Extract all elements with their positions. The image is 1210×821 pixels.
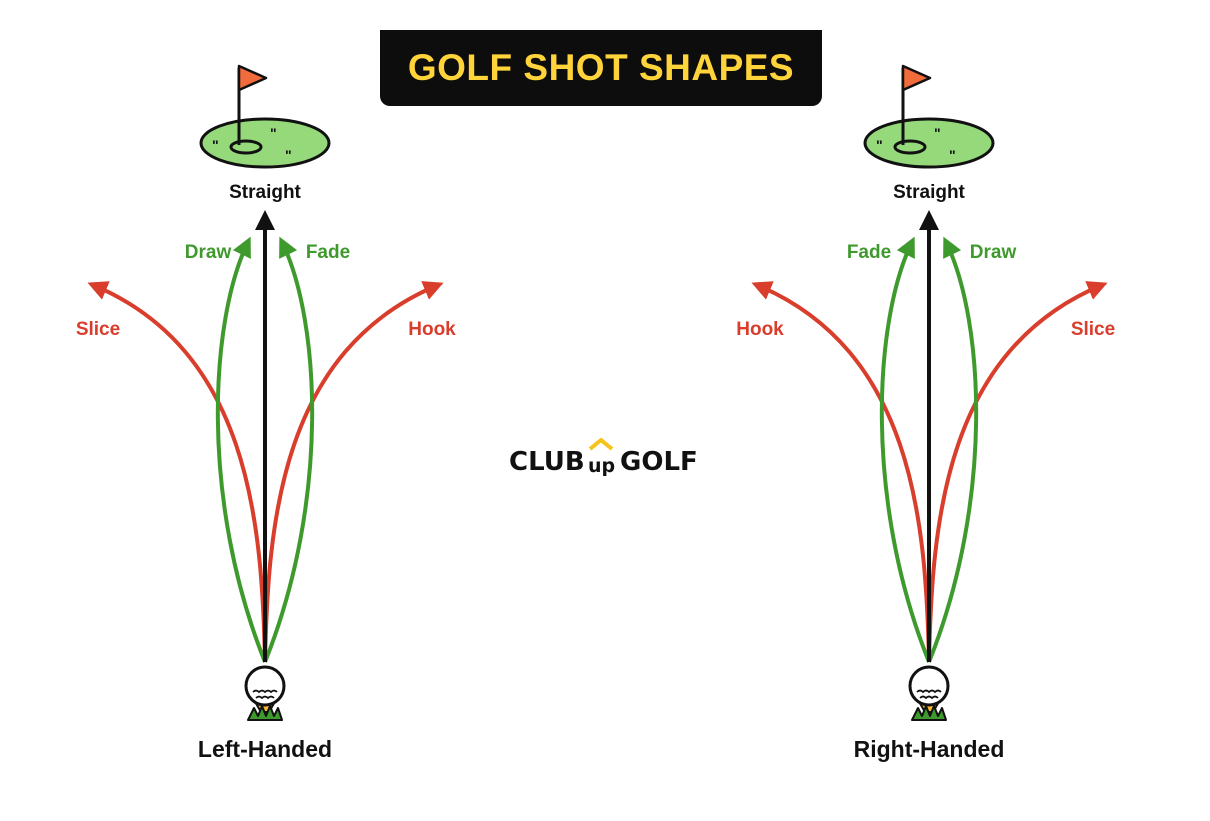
putting-green-icon: " " "	[863, 117, 995, 169]
svg-text:": "	[949, 147, 956, 163]
title-banner: GOLF SHOT SHAPES	[380, 30, 822, 106]
golf-ball-icon	[908, 665, 950, 721]
left-handed-caption: Left-Handed	[198, 736, 332, 762]
slice-label: Slice	[76, 319, 120, 340]
draw-path	[927, 236, 979, 663]
flag-icon	[901, 64, 932, 145]
draw-label: Draw	[970, 242, 1017, 263]
logo-text-club: CLUB	[509, 447, 585, 477]
svg-text:": "	[876, 137, 883, 153]
hook-path	[263, 281, 444, 663]
fade-path	[879, 236, 931, 663]
right-panel: " " " Straight Fade Draw Hook Slice Righ…	[736, 64, 1115, 762]
hook-label: Hook	[736, 319, 784, 340]
hook-label: Hook	[408, 319, 456, 340]
logo-chevron-icon	[588, 438, 614, 451]
draw-label: Draw	[185, 242, 232, 263]
logo-text-golf: GOLF	[620, 447, 698, 477]
right-handed-caption: Right-Handed	[854, 736, 1005, 762]
fade-label: Fade	[306, 242, 350, 263]
slice-path	[87, 281, 267, 663]
golf-ball-icon	[244, 665, 286, 721]
fade-path	[263, 236, 315, 663]
page-title: GOLF SHOT SHAPES	[407, 47, 795, 88]
straight-label: Straight	[229, 182, 301, 203]
draw-path	[215, 236, 267, 663]
putting-green-icon: " " "	[199, 117, 331, 169]
svg-text:": "	[270, 125, 277, 141]
slice-label: Slice	[1071, 319, 1115, 340]
club-up-golf-logo: CLUB up GOLF	[509, 438, 698, 477]
left-panel: " " " Straight Draw Fade Slice Hook L	[76, 64, 456, 762]
flag-icon	[237, 64, 268, 145]
svg-text:": "	[212, 137, 219, 153]
straight-label: Straight	[893, 182, 965, 203]
svg-text:": "	[934, 125, 941, 141]
svg-text:": "	[285, 147, 292, 163]
fade-label: Fade	[847, 242, 891, 263]
hook-path	[751, 281, 931, 663]
slice-path	[927, 281, 1108, 663]
logo-text-up: up	[588, 455, 615, 477]
